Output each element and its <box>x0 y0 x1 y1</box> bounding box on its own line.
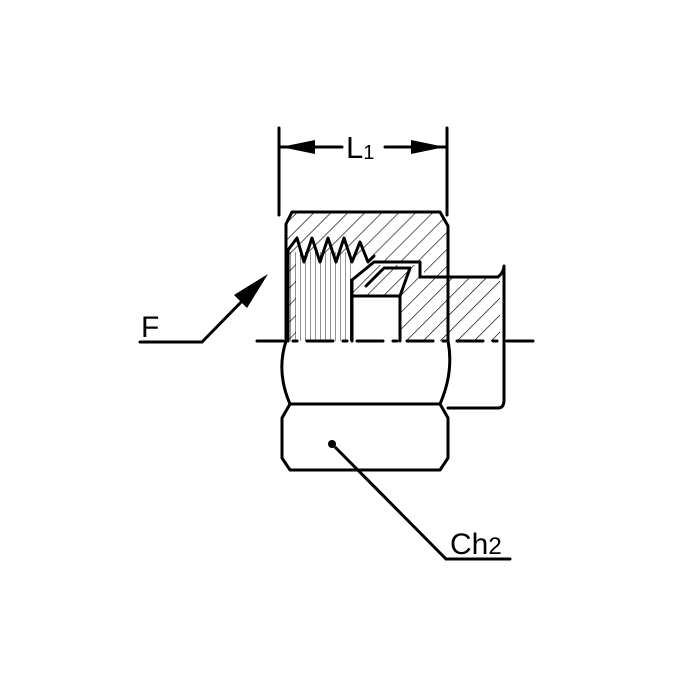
thread-leader-arrowhead <box>234 274 268 308</box>
length-label: L1 <box>346 130 374 165</box>
thread-profile <box>286 236 376 264</box>
arrowhead-left <box>281 140 315 154</box>
section-upper <box>286 212 500 341</box>
nut-outline <box>284 210 450 343</box>
hex-lower-outline <box>280 339 452 472</box>
hex-subscript: 2 <box>488 533 501 560</box>
hex-label: Ch2 <box>450 528 502 561</box>
thread-hatch <box>290 252 352 341</box>
hex-leader-diagonal <box>330 442 448 561</box>
thread-label: F <box>141 311 159 344</box>
length-subscript: 1 <box>363 142 374 164</box>
seat-cone <box>364 266 412 298</box>
dimension-l1: L1 <box>277 126 449 217</box>
thread-callout: F <box>138 274 268 344</box>
arrowhead-right <box>411 140 445 154</box>
hex-callout: Ch2 <box>328 440 512 561</box>
seat-hatch <box>352 265 500 341</box>
body-outline-upper <box>418 264 506 410</box>
fitting-outline <box>280 210 506 472</box>
